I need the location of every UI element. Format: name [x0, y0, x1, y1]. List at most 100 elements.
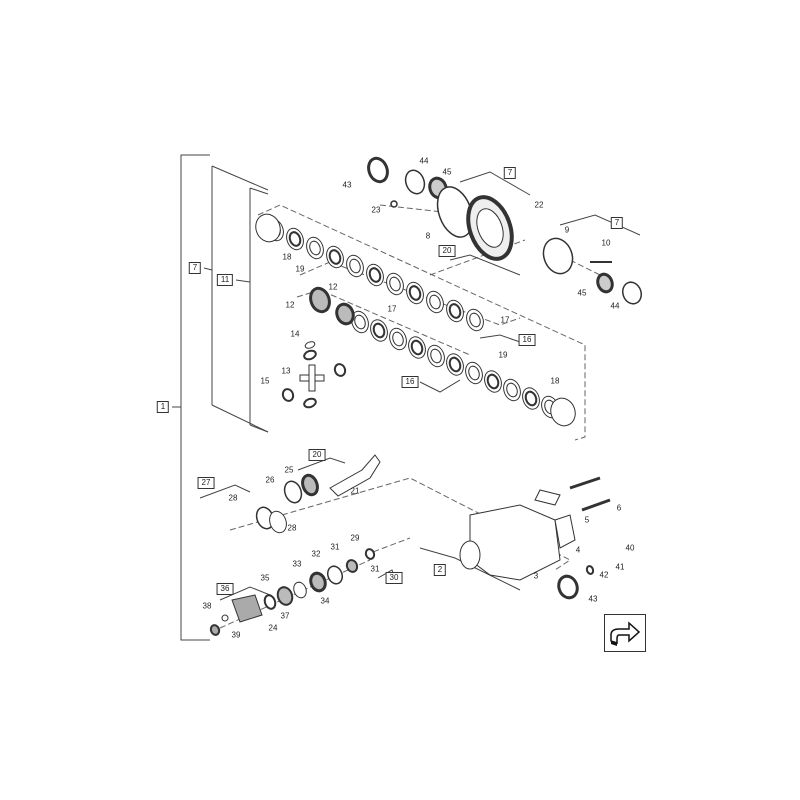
axle-housing	[469, 504, 561, 581]
seal-ring	[367, 156, 389, 184]
assembly-11[interactable]: 11	[216, 274, 234, 286]
callout-43b[interactable]: 43	[588, 594, 598, 604]
callout-8[interactable]: 8	[425, 231, 431, 241]
callout-14[interactable]: 14	[290, 329, 300, 339]
clutch-plate-hole	[368, 267, 382, 283]
clutch-plate-hole	[506, 382, 518, 398]
callout-25[interactable]: 25	[284, 465, 294, 475]
nut	[209, 624, 221, 636]
clutch-plate-hole	[288, 231, 302, 247]
washer	[293, 581, 307, 599]
bolt-head	[390, 200, 398, 208]
pinion-gear	[303, 397, 317, 409]
callout-19[interactable]: 19	[295, 264, 305, 274]
callout-22[interactable]: 22	[534, 200, 544, 210]
callout-28b[interactable]: 28	[287, 523, 297, 533]
callout-44b[interactable]: 44	[610, 301, 620, 311]
assembly-16[interactable]: 16	[518, 334, 536, 346]
return-button[interactable]	[604, 614, 646, 652]
ring-gear-bore	[476, 208, 504, 248]
callout-45b[interactable]: 45	[577, 288, 587, 298]
callout-24[interactable]: 24	[268, 623, 278, 633]
clutch-plate-hole	[328, 249, 342, 265]
side-gear	[335, 302, 355, 326]
callout-44[interactable]: 44	[419, 156, 429, 166]
callout-31[interactable]: 31	[330, 542, 340, 552]
assembly-1[interactable]: 1	[156, 401, 170, 413]
callout-17[interactable]: 17	[387, 304, 397, 314]
clutch-plate-hole	[469, 312, 481, 328]
callout-5[interactable]: 5	[584, 515, 590, 525]
callout-39[interactable]: 39	[231, 630, 241, 640]
bearing-cone	[301, 473, 319, 497]
assembly-2[interactable]: 2	[433, 564, 447, 576]
callout-17b[interactable]: 17	[500, 315, 510, 325]
shim	[269, 510, 287, 534]
clutch-plate-hole	[408, 285, 422, 301]
callout-28[interactable]: 28	[228, 493, 238, 503]
bearing-cap	[554, 514, 576, 549]
callout-31b[interactable]: 31	[370, 564, 380, 574]
assembly-7[interactable]: 7	[503, 167, 517, 179]
callout-3[interactable]: 3	[533, 571, 539, 581]
nut	[585, 565, 595, 575]
assembly-7b[interactable]: 7	[610, 217, 624, 229]
callout-4[interactable]: 4	[575, 545, 581, 555]
bearing-cup	[326, 565, 344, 585]
callout-26[interactable]: 26	[265, 475, 275, 485]
clutch-plate-hole	[430, 348, 442, 364]
callout-18b[interactable]: 18	[550, 376, 560, 386]
bearing-cone	[596, 272, 614, 294]
callout-38[interactable]: 38	[202, 601, 212, 611]
callout-12b[interactable]: 12	[328, 282, 338, 292]
callout-35[interactable]: 35	[260, 573, 270, 583]
assembly-30[interactable]: 30	[385, 572, 403, 584]
bearing-cup	[621, 281, 643, 305]
clutch-plate-hole	[309, 240, 321, 256]
callout-23[interactable]: 23	[371, 205, 381, 215]
differential-case-half	[542, 237, 574, 275]
callout-29[interactable]: 29	[350, 533, 360, 543]
callout-32[interactable]: 32	[311, 549, 321, 559]
assembly-20[interactable]: 20	[308, 449, 326, 461]
callout-6[interactable]: 6	[616, 503, 622, 513]
bolt	[581, 498, 611, 512]
assembly-16b[interactable]: 16	[401, 376, 419, 388]
callout-18[interactable]: 18	[282, 252, 292, 262]
assembly-7c[interactable]: 7	[188, 262, 202, 274]
gear	[309, 571, 327, 593]
spider-shaft	[308, 364, 316, 392]
callout-9[interactable]: 9	[564, 225, 570, 235]
callout-33[interactable]: 33	[292, 559, 302, 569]
return-arrow-icon	[610, 621, 641, 646]
seal-ring	[557, 574, 579, 600]
clutch-plate-hole	[448, 356, 462, 373]
callout-42[interactable]: 42	[599, 570, 609, 580]
assembly-36[interactable]: 36	[216, 583, 234, 595]
callout-45[interactable]: 45	[442, 167, 452, 177]
clutch-plate-hole	[349, 258, 361, 274]
callout-37[interactable]: 37	[280, 611, 290, 621]
clutch-plate-hole	[524, 390, 538, 407]
callout-21[interactable]: 21	[350, 486, 360, 496]
callout-34[interactable]: 34	[320, 596, 330, 606]
bearing	[276, 586, 294, 606]
yoke	[231, 594, 263, 623]
callout-43[interactable]: 43	[342, 180, 352, 190]
pinion-shaft	[329, 454, 381, 497]
callout-19b[interactable]: 19	[498, 350, 508, 360]
housing-bore	[459, 540, 481, 570]
assembly-27[interactable]: 27	[197, 477, 215, 489]
callout-13[interactable]: 13	[281, 366, 291, 376]
callout-40[interactable]: 40	[625, 543, 635, 553]
callout-41[interactable]: 41	[615, 562, 625, 572]
clutch-plate-hole	[354, 314, 366, 330]
bearing-cup	[404, 169, 426, 195]
callout-12[interactable]: 12	[285, 300, 295, 310]
callout-15[interactable]: 15	[260, 376, 270, 386]
assembly-20b[interactable]: 20	[438, 245, 456, 257]
clutch-plate-hole	[486, 373, 500, 390]
callout-10[interactable]: 10	[601, 238, 611, 248]
seal	[263, 594, 277, 610]
